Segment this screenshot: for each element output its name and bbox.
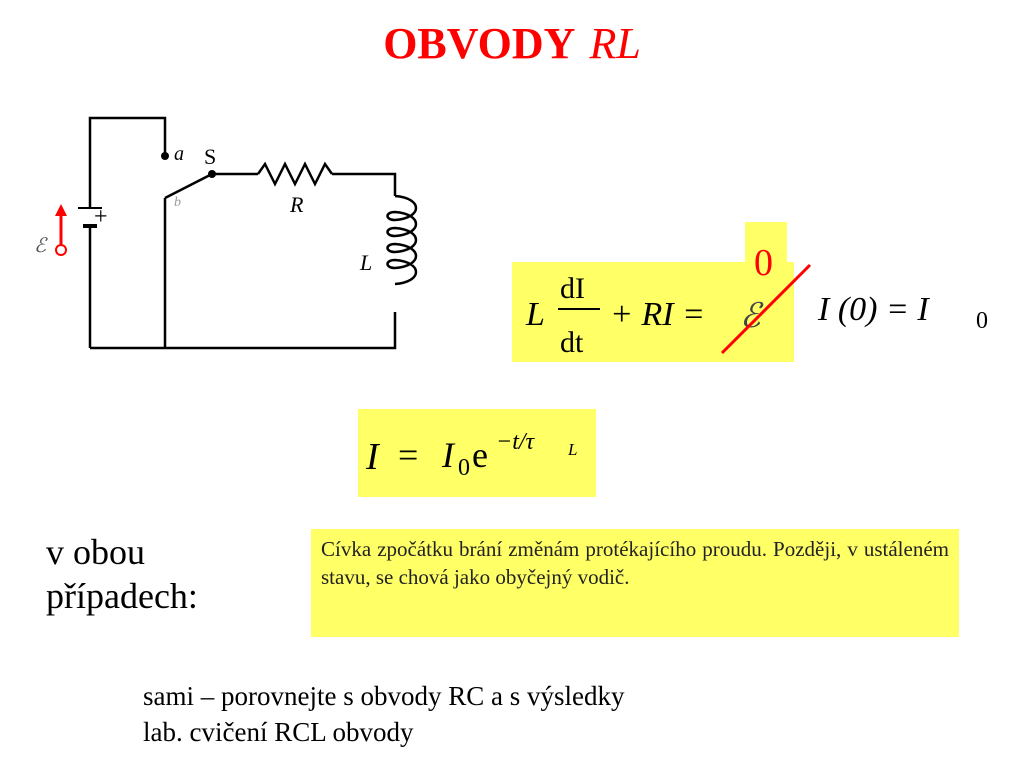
eq1-numerator: dI	[560, 272, 585, 305]
eq2-I0-sub: 0	[458, 455, 470, 481]
eq2-exponent-sub: L	[567, 440, 577, 459]
title-main: OBVODY	[383, 19, 576, 68]
footer-text: sami – porovnejte s obvody RC a s výsled…	[143, 678, 624, 750]
plus-sign: +	[94, 204, 108, 230]
eq1-denominator: dt	[560, 326, 584, 359]
title-italic: RL	[589, 19, 641, 68]
eq2-exponent: −t/τ	[496, 429, 536, 455]
equation2-highlight	[358, 409, 596, 497]
initial-condition: I (0) = I	[817, 291, 930, 328]
page-title: OBVODY RL	[0, 18, 1024, 69]
emf-arrow-head	[55, 204, 67, 216]
equation2-highlight-lip	[358, 413, 394, 497]
inductor-label: L	[359, 250, 372, 275]
wire-to-inductor	[332, 172, 397, 196]
eq2-e: e	[472, 435, 488, 475]
eq2-lhs: I	[365, 436, 381, 478]
equation-solution: I = I 0 e −t/τ L	[365, 429, 577, 481]
node-b-label: b	[174, 195, 181, 210]
eq2-I0: I	[441, 435, 456, 475]
resistor	[256, 161, 334, 187]
wire-top-left	[88, 116, 167, 208]
inductor	[386, 194, 417, 286]
switch-pivot-dot	[208, 170, 216, 178]
rl-circuit-diagram: ℰ + a b S R L	[34, 116, 417, 350]
emf-arrow-tail	[55, 244, 67, 256]
emf-label: ℰ	[34, 235, 48, 257]
equation-differential: L dI dt + RI = ℰ 0 I (0) = I 0	[525, 242, 988, 359]
zero-highlight	[745, 222, 787, 280]
inductor-note: Cívka zpočátku brání změnám protékajícíh…	[311, 529, 959, 637]
switch-label: S	[204, 144, 216, 169]
eq2-equals: =	[398, 435, 418, 475]
eq1-rest: + RI =	[610, 296, 705, 333]
switch-blade	[164, 172, 213, 200]
resistor-label: R	[289, 192, 304, 217]
footer-line-1: sami – porovnejte s obvody RC a s výsled…	[143, 681, 625, 711]
eq1-zero: 0	[754, 242, 773, 284]
terminal-a-dot	[161, 152, 169, 160]
node-a-label: a	[174, 143, 184, 165]
footer-line-2: lab. cvičení RCL obvody	[143, 717, 414, 747]
both-cases-label: v obou případech:	[46, 532, 198, 616]
emf-strikethrough	[720, 263, 812, 355]
wire-bottom	[90, 312, 397, 350]
initial-condition-sub: 0	[976, 308, 988, 334]
eq1-L: L	[525, 296, 545, 333]
